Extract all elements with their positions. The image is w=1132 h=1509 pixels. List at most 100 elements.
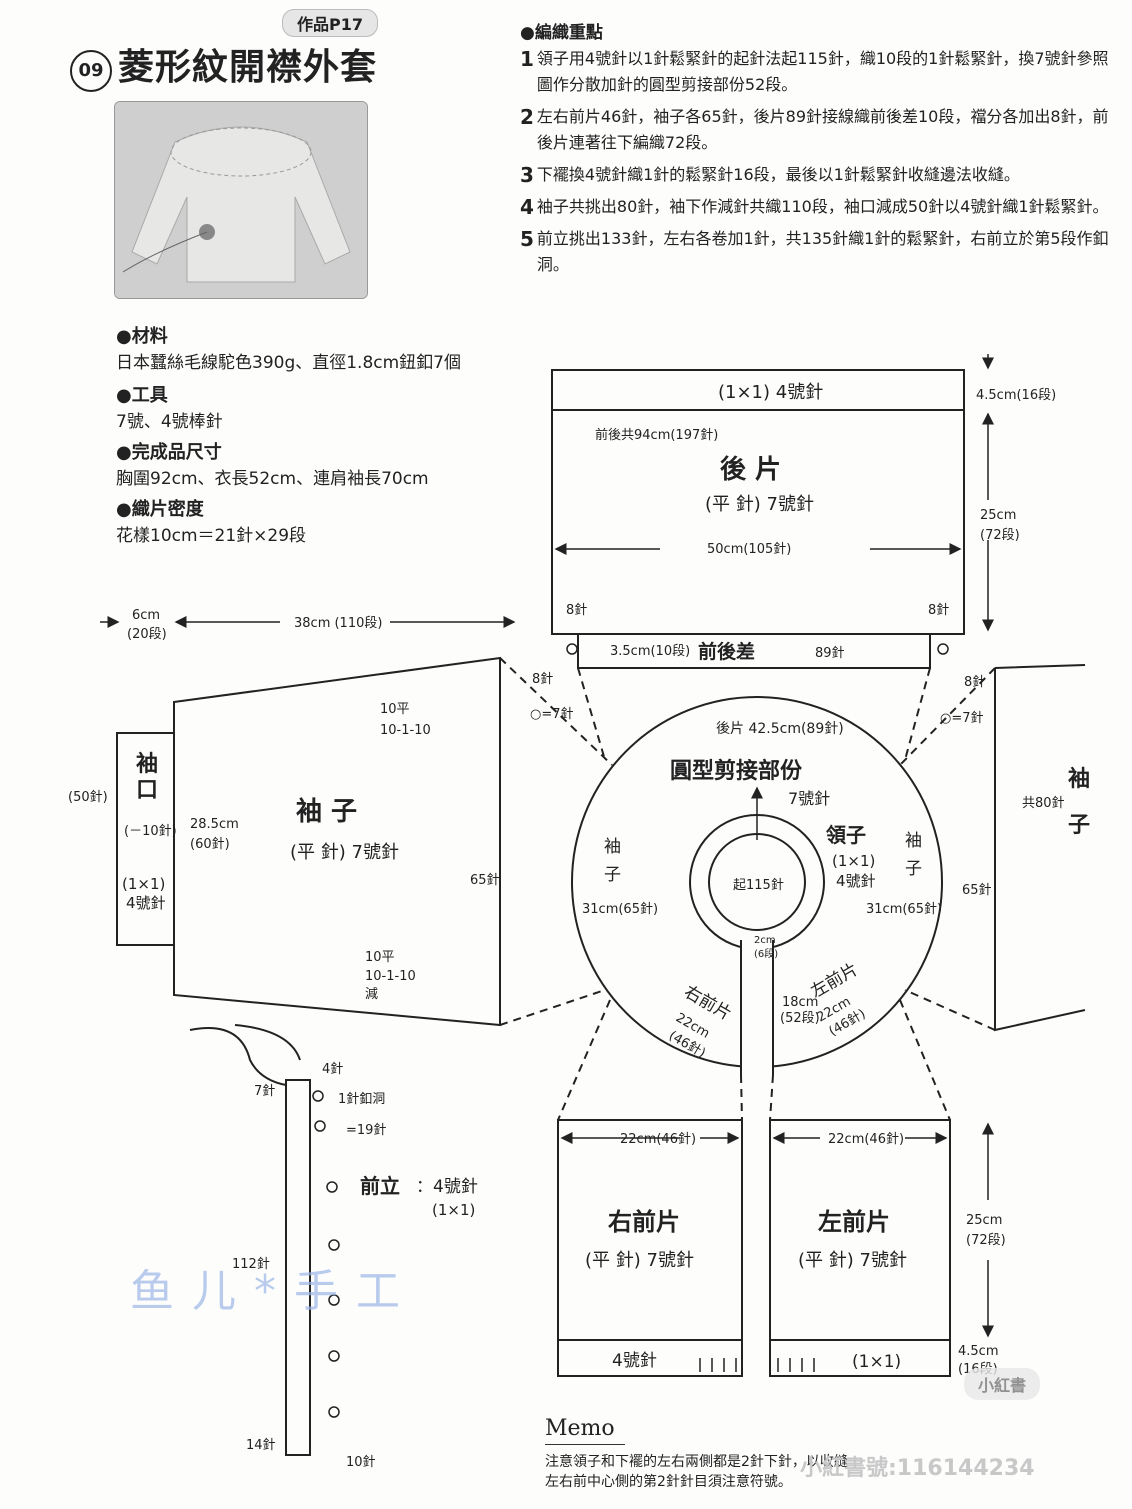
left-front-subtitle: (平 針) 7號針 [798, 1250, 907, 1271]
sleeve-dec2b: 10-1-10 [365, 969, 416, 984]
size-text: 胸圍92cm、衣長52cm、連肩袖長70cm [116, 469, 429, 489]
cuff-title-1: 袖 [136, 751, 158, 777]
id-watermark: 小紅書號:116144234 [800, 1456, 1035, 1481]
back-rib-height: 4.5cm(16段) [976, 388, 1056, 403]
yoke-front-height-rows: (52段) [780, 1011, 820, 1026]
sleeve-width: 28.5cm [190, 817, 239, 832]
sleeve-subtitle: (平 針) 7號針 [290, 842, 399, 863]
yoke-needle: 7號針 [788, 789, 830, 808]
diff-width: 3.5cm(10段) [610, 644, 690, 659]
collar-curve [234, 1024, 301, 1061]
cuff-title-2: 口 [136, 778, 158, 803]
yoke-back-label: 後片 42.5cm(89針) [716, 721, 844, 737]
right-sleeve-st65: 65針 [962, 883, 992, 898]
left-front-rib: (1×1) [852, 1352, 901, 1372]
cuff-width-label: 6cm [132, 608, 160, 623]
band-eq19: =19針 [346, 1123, 386, 1138]
tools-text: 7號、4號棒針 [116, 412, 223, 432]
band-st14: 14針 [246, 1438, 276, 1453]
memo-line-1: 注意領子和下襬的左右兩側都是2針下針，以收縫 [545, 1454, 848, 1470]
yoke-sleeve-right-size: 31cm(65針) [866, 902, 942, 917]
materials-section: ●材料 日本蠶絲毛線駝色390g、直徑1.8cm鈕釦7個 ●工具 7號、4號棒針… [116, 322, 461, 546]
yoke-sleeve-left-size: 31cm(65針) [582, 902, 658, 917]
right-sleeve-st8: 8針 [964, 675, 985, 690]
band-rib: (1×1) [432, 1201, 475, 1219]
yoke-sleeve-right-2: 子 [905, 859, 922, 879]
memo-divider [545, 1444, 625, 1445]
right-front-width: 22cm(46針) [620, 1132, 696, 1147]
diff-stitches: 89針 [815, 646, 845, 661]
band-st7: 7針 [254, 1084, 275, 1099]
collar-needle: 4號針 [836, 872, 876, 890]
sleeve-title: 袖 子 [296, 796, 357, 827]
gauge-text: 花樣10cm＝21針×29段 [116, 526, 307, 546]
right-front-outline [557, 1119, 743, 1377]
cuff-needle: 4號針 [126, 894, 166, 912]
pattern-number: 09 [70, 50, 112, 92]
cuff-decrease: (－10針) [124, 824, 177, 839]
back-width-label: 50cm(105針) [707, 542, 791, 557]
collar-rib: (1×1) [832, 852, 875, 870]
yoke-title: 圓型剪接部份 [670, 758, 803, 784]
back-height-label: 25cm [980, 508, 1016, 523]
collar-cast-on: 起115針 [733, 878, 784, 893]
yoke-gap: 2cm [754, 935, 776, 946]
memo-title: Memo [545, 1416, 615, 1441]
band-st4: 4針 [322, 1062, 343, 1077]
right-sleeve-st7: ○=7針 [940, 711, 984, 726]
cuff-rib: (1×1) [122, 875, 165, 893]
memo-line-2: 左右前中心側的第2針針目須注意符號。 [545, 1474, 792, 1490]
back-piece-title: 後 片 [720, 454, 781, 485]
front-band-outline [285, 1079, 311, 1456]
tools-heading: ●工具 [116, 385, 168, 406]
right-sleeve-title-2: 子 [1068, 813, 1090, 838]
back-st-left: 8針 [566, 603, 587, 618]
points-heading: ●編織重點 [520, 23, 603, 43]
left-front-width: 22cm(46針) [828, 1132, 904, 1147]
back-rib-label: (1×1) 4號針 [718, 382, 823, 403]
right-front-rib: 4號針 [612, 1351, 657, 1371]
front-height: 25cm [966, 1213, 1002, 1228]
sleeve-dec2: 10平 [365, 950, 395, 965]
page-reference-badge: 作品P17 [282, 9, 378, 37]
yoke-sleeve-left-2: 子 [604, 865, 621, 885]
sleeve-dec1b: 10-1-10 [380, 723, 431, 738]
sleeve-dec2c: 減 [365, 986, 378, 1002]
right-sleeve-outline [994, 664, 1086, 1032]
cuff-stitches: (50針) [68, 790, 108, 805]
cuff-outline [116, 732, 175, 946]
back-st-right: 8針 [928, 603, 949, 618]
yoke-sleeve-right-1: 袖 [905, 831, 922, 851]
sleeve-width-st: (60針) [190, 837, 230, 852]
band-st112: 112針 [232, 1257, 270, 1272]
sweater-photo-illustration [115, 102, 367, 298]
size-heading: ●完成品尺寸 [116, 442, 222, 463]
watermark-text: 鱼儿*手工 [130, 1266, 418, 1317]
pattern-title: 菱形紋開襟外套 [118, 47, 378, 88]
right-sleeve-pick: 共80針 [1022, 796, 1065, 811]
materials-heading: ●材料 [116, 326, 168, 347]
right-front-subtitle: (平 針) 7號針 [585, 1250, 694, 1271]
sleeve-st7: ○=7針 [530, 707, 574, 722]
band-title: 前立 [360, 1174, 400, 1198]
back-height-rows: (72段) [980, 528, 1020, 543]
neckline-curve [189, 1027, 287, 1086]
right-sleeve-title-1: 袖 [1068, 766, 1090, 792]
sleeve-st8: 8針 [532, 672, 553, 687]
yoke-sleeve-left-1: 袖 [604, 837, 621, 857]
product-photo [114, 101, 368, 299]
sleeve-length-label: 38cm (110段) [294, 616, 382, 631]
cuff-width-rows: (20段) [127, 627, 167, 642]
materials-text: 日本蠶絲毛線駝色390g、直徑1.8cm鈕釦7個 [116, 353, 461, 373]
yoke-front-height: 18cm [782, 995, 818, 1010]
sleeve-st65: 65針 [470, 873, 500, 888]
front-back-diff-outline [577, 633, 931, 669]
left-front-title: 左前片 [818, 1208, 890, 1236]
total-stitches-label: 前後共94cm(197針) [595, 427, 718, 443]
